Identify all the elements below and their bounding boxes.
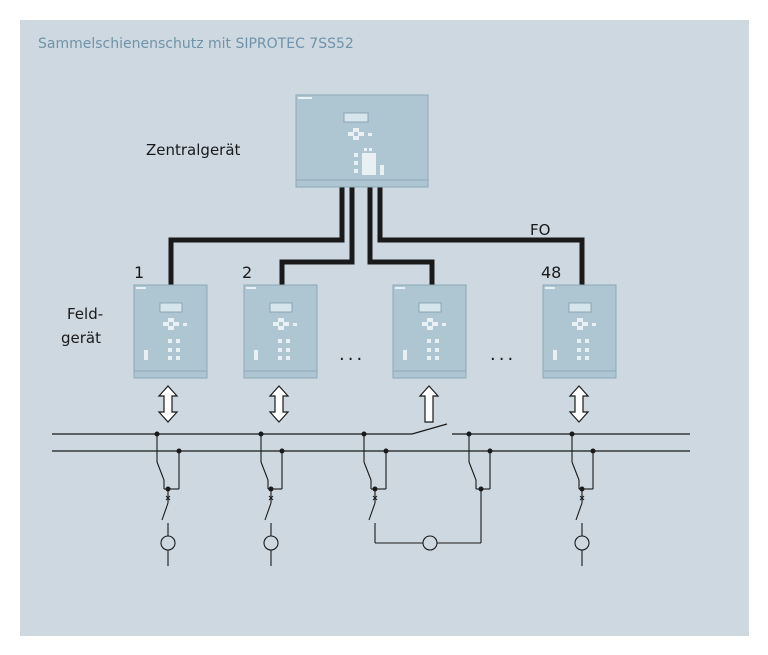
diagram-title: Sammelschienenschutz mit SIPROTEC 7SS52	[38, 36, 354, 52]
junction-dots	[154, 431, 596, 492]
field-device-label-line1: Feld-	[67, 305, 104, 323]
circuit-breaker-icon	[161, 502, 169, 521]
central-device-label: Zentralgerät	[146, 141, 241, 159]
field-device-number-2: 2	[242, 263, 253, 282]
double-arrow-icon	[269, 385, 289, 423]
ellipsis-right: ...	[490, 344, 517, 365]
busbars	[52, 423, 690, 452]
coupler-bay	[363, 434, 491, 551]
up-arrow-icon	[419, 385, 439, 423]
fiber-optic-links	[168, 187, 585, 285]
field-device-2	[243, 284, 318, 379]
feeder-bay-2	[260, 434, 283, 566]
central-device	[295, 94, 429, 188]
busbar-sectionalizer-icon	[411, 423, 448, 435]
breaker-marks	[165, 495, 585, 501]
feeder-bays	[156, 434, 594, 566]
field-device-3	[392, 284, 467, 379]
current-transformer-icon	[160, 535, 176, 551]
double-arrow-icon	[158, 385, 178, 423]
fiber-link-1	[168, 187, 345, 285]
feeder-bay-1	[156, 434, 180, 566]
ellipsis-left: ...	[339, 344, 366, 365]
fiber-link-4	[377, 187, 585, 285]
disconnector-icon	[156, 461, 165, 481]
field-device-number-48: 48	[541, 263, 562, 282]
fiber-optic-label: FO	[530, 221, 551, 239]
field-device-label-line2: gerät	[61, 329, 101, 347]
feeder-bay-48	[571, 434, 594, 566]
fiber-link-3	[367, 187, 435, 285]
double-arrow-icon	[569, 385, 589, 423]
field-device-48	[542, 284, 617, 379]
fiber-link-2	[279, 187, 355, 285]
field-device-number-1: 1	[134, 263, 145, 282]
field-device-1	[133, 284, 208, 379]
